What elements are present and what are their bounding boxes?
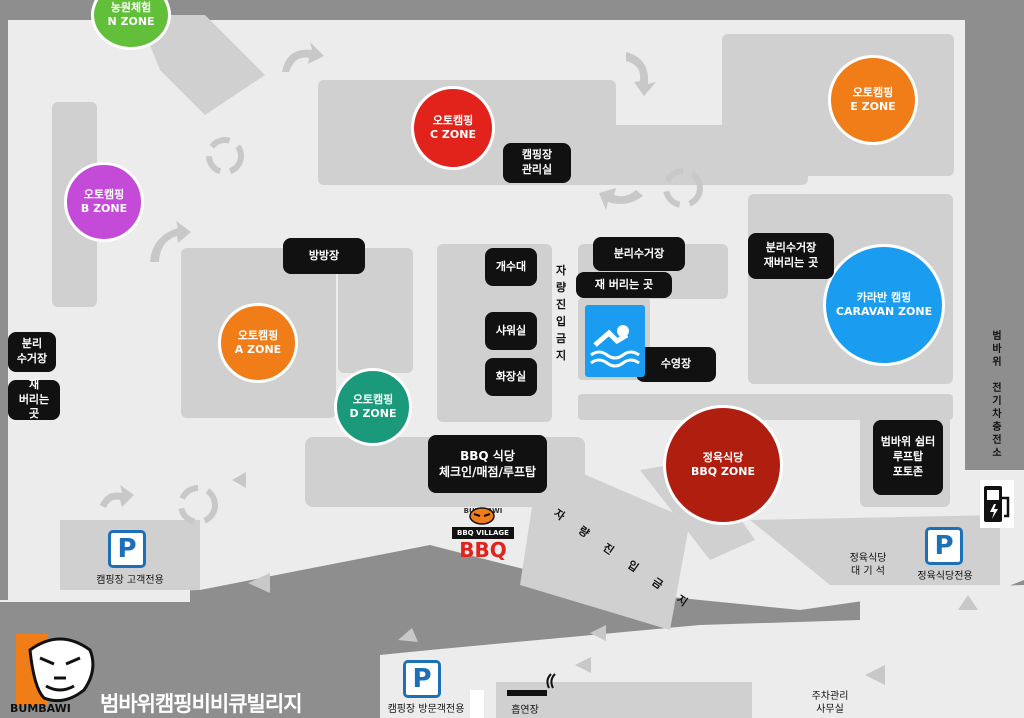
zone-caravan-line2: CARAVAN ZONE bbox=[835, 305, 933, 318]
bottom-road-white bbox=[470, 690, 484, 718]
zone-b[interactable]: 오토캠핑 B ZONE bbox=[64, 162, 144, 242]
smoking-label: 흡연장 bbox=[511, 705, 539, 716]
zone-d-line1: 오토캠핑 bbox=[352, 392, 394, 406]
ev-charger-icon[interactable] bbox=[980, 480, 1014, 528]
parking-icon-meat[interactable]: P bbox=[925, 527, 963, 565]
zone-a-line2: A ZONE bbox=[234, 343, 282, 356]
zone-c-line1: 오토캠핑 bbox=[432, 113, 474, 127]
label-office[interactable]: 캠핑장 관리실 bbox=[503, 143, 571, 183]
zone-bbq-line1: 정육식당 bbox=[702, 450, 744, 464]
zone-e-line2: E ZONE bbox=[850, 100, 896, 113]
zone-e[interactable]: 오토캠핑 E ZONE bbox=[828, 55, 918, 145]
left-road bbox=[0, 0, 8, 600]
bbq-logo-mid: BBQ VILLAGE bbox=[452, 527, 514, 539]
zone-n-line2: N ZONE bbox=[107, 15, 155, 28]
site-n bbox=[138, 15, 265, 115]
label-toilet[interactable]: 화장실 bbox=[485, 358, 537, 396]
label-room[interactable]: 방방장 bbox=[283, 238, 365, 274]
label-recycle-left[interactable]: 분리 수거장 bbox=[8, 332, 56, 372]
meat-waiting-label: 정육식당 대 기 석 bbox=[849, 553, 887, 577]
zone-caravan[interactable]: 카라반 캠핑 CARAVAN ZONE bbox=[823, 244, 945, 366]
zone-bbq-line2: BBQ ZONE bbox=[691, 465, 755, 478]
zone-a[interactable]: 오토캠핑 A ZONE bbox=[218, 303, 298, 383]
label-recycle-2[interactable]: 분리수거장 재버리는 곳 bbox=[748, 233, 834, 279]
zone-b-line1: 오토캠핑 bbox=[83, 187, 125, 201]
no-entry-text: 자 량 진 입 금 지 bbox=[555, 264, 567, 363]
brand-logo-text: BUMBAWI bbox=[10, 702, 71, 715]
lower-right-ground bbox=[860, 585, 1024, 718]
parking-camp-guest-label: 캠핑장 고객전용 bbox=[96, 575, 164, 586]
site-strip bbox=[578, 394, 953, 420]
brand-logo: BUMBAWI bbox=[10, 630, 98, 718]
zone-e-line1: 오토캠핑 bbox=[852, 85, 894, 99]
label-bbq-restaurant[interactable]: BBQ 식당 체크인/매점/루프탑 bbox=[428, 435, 547, 493]
ev-charging-text: 범 바 위 전 기 차 충 전 소 bbox=[992, 331, 1002, 459]
parking-icon-visitor[interactable]: P bbox=[403, 660, 441, 698]
parking-meat-label: 정육식당전용 bbox=[917, 571, 973, 582]
parking-office-label: 주차관리 사무실 bbox=[811, 691, 849, 715]
bottom-divider bbox=[496, 682, 752, 718]
zone-n-line1: 농원체험 bbox=[110, 0, 152, 14]
label-recycle-1[interactable]: 분리수거장 bbox=[593, 237, 685, 271]
smoking-icon bbox=[505, 668, 557, 704]
zone-a-line1: 오토캠핑 bbox=[237, 328, 279, 342]
pool-icon bbox=[585, 305, 645, 377]
diag-road-band bbox=[520, 455, 690, 630]
label-shelter[interactable]: 범바위 쉼터 루프탑 포토존 bbox=[873, 420, 943, 495]
zone-c[interactable]: 오토캠핑 C ZONE bbox=[411, 86, 495, 170]
zone-b-line2: B ZONE bbox=[80, 202, 128, 215]
label-trash-left[interactable]: 재 버리는 곳 bbox=[8, 378, 60, 420]
label-pool[interactable]: 수영장 bbox=[636, 347, 716, 382]
zone-bbq[interactable]: 정육식당 BBQ ZONE bbox=[663, 405, 783, 525]
bbq-logo-big: BBQ bbox=[459, 538, 507, 562]
parking-visitor-label: 캠핑장 방문객전용 bbox=[387, 704, 465, 715]
label-trash-1[interactable]: 재 버리는 곳 bbox=[576, 272, 672, 298]
site-a2 bbox=[338, 248, 413, 373]
ground-lower bbox=[0, 590, 190, 602]
label-sink[interactable]: 개수대 bbox=[485, 248, 537, 286]
zone-d[interactable]: 오토캠핑 D ZONE bbox=[334, 368, 412, 446]
zone-d-line2: D ZONE bbox=[349, 407, 397, 420]
label-shower[interactable]: 샤워실 bbox=[485, 312, 537, 350]
brand-title: 범바위캠핑비비큐빌리지 bbox=[100, 692, 303, 716]
parking-icon-camp[interactable]: P bbox=[108, 530, 146, 568]
zone-caravan-line1: 카라반 캠핑 bbox=[856, 290, 912, 304]
rotate-arrows bbox=[178, 137, 703, 525]
arrow-icons bbox=[100, 42, 978, 685]
zone-c-line2: C ZONE bbox=[430, 128, 476, 141]
tiger-icon bbox=[468, 506, 496, 526]
